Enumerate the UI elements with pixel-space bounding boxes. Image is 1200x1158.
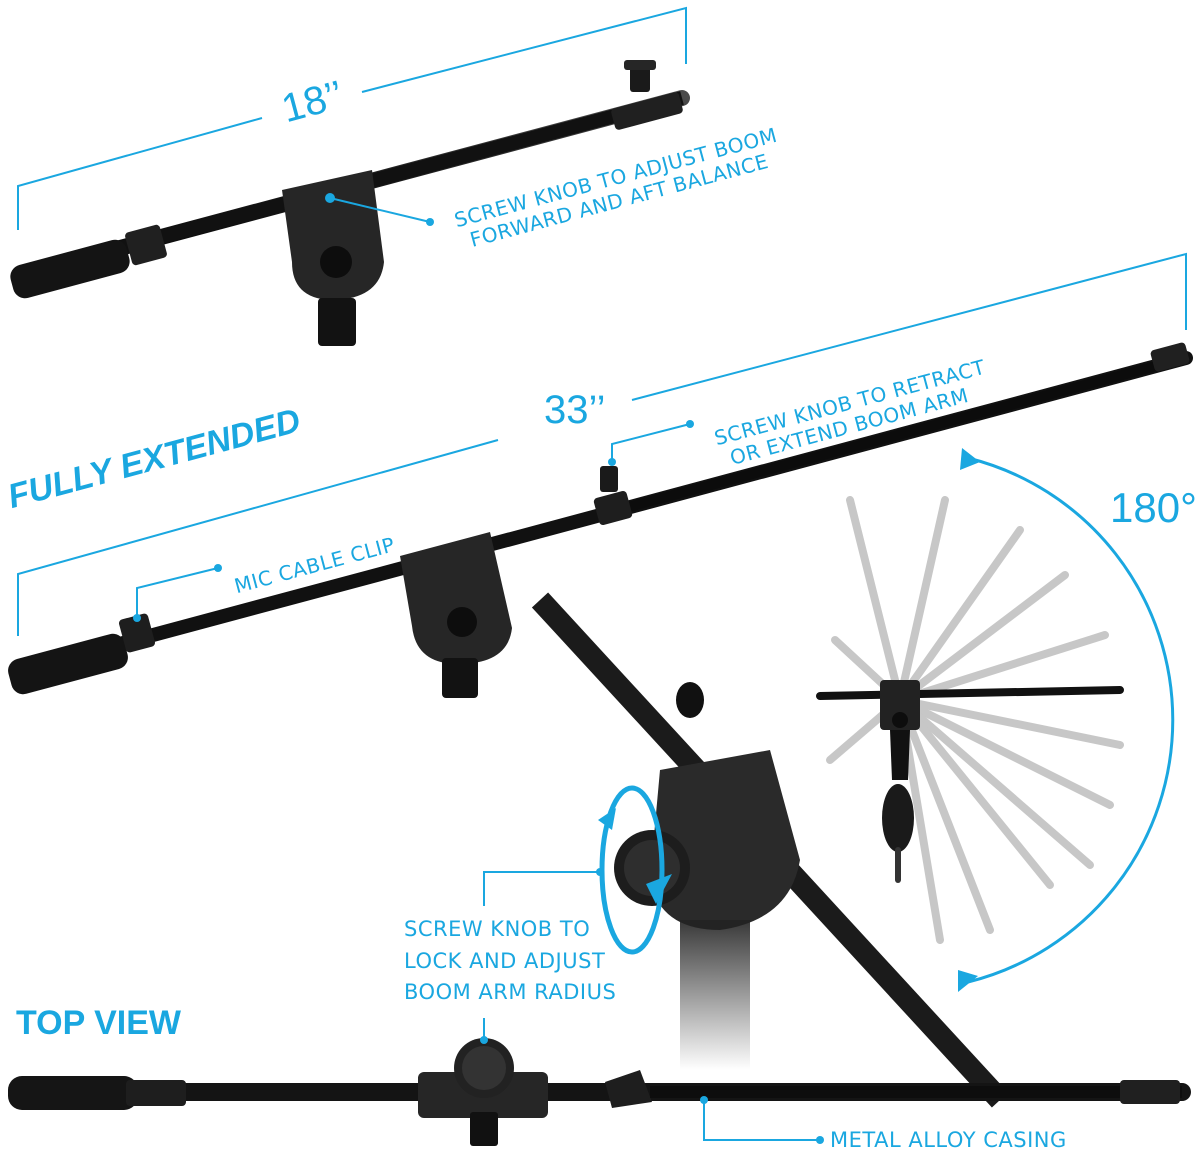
boom-arm-top-view [8, 1038, 1191, 1146]
callout-radius-line2: LOCK AND ADJUST [404, 948, 606, 973]
dimension-line-33 [17, 252, 1187, 636]
leader-cable-clip [136, 567, 219, 618]
callout-radius-line1: SCREW KNOB TO [404, 917, 591, 941]
swivel-sweep-illustration [816, 496, 1124, 944]
leader-casing [703, 1100, 820, 1141]
boom-arm-retracted [10, 60, 690, 346]
callout-radius: SCREW KNOB TO LOCK AND ADJUST BOOM ARM R… [404, 914, 616, 1009]
callout-casing: METAL ALLOY CASING [830, 1128, 1067, 1152]
leader-radius [483, 871, 600, 906]
dimension-line-18 [17, 6, 687, 230]
leader-retract [611, 423, 691, 462]
callout-radius-line3: BOOM ARM RADIUS [404, 980, 617, 1004]
boom-arm-extended [8, 342, 1193, 698]
swivel-arc [967, 456, 1175, 984]
heading-top-view: TOP VIEW [16, 1004, 182, 1042]
clamp-closeup [531, 592, 1009, 1108]
measurement-33: 33’’ [544, 388, 606, 432]
measurement-180: 180° [1110, 484, 1197, 531]
leader-balance [329, 197, 431, 223]
